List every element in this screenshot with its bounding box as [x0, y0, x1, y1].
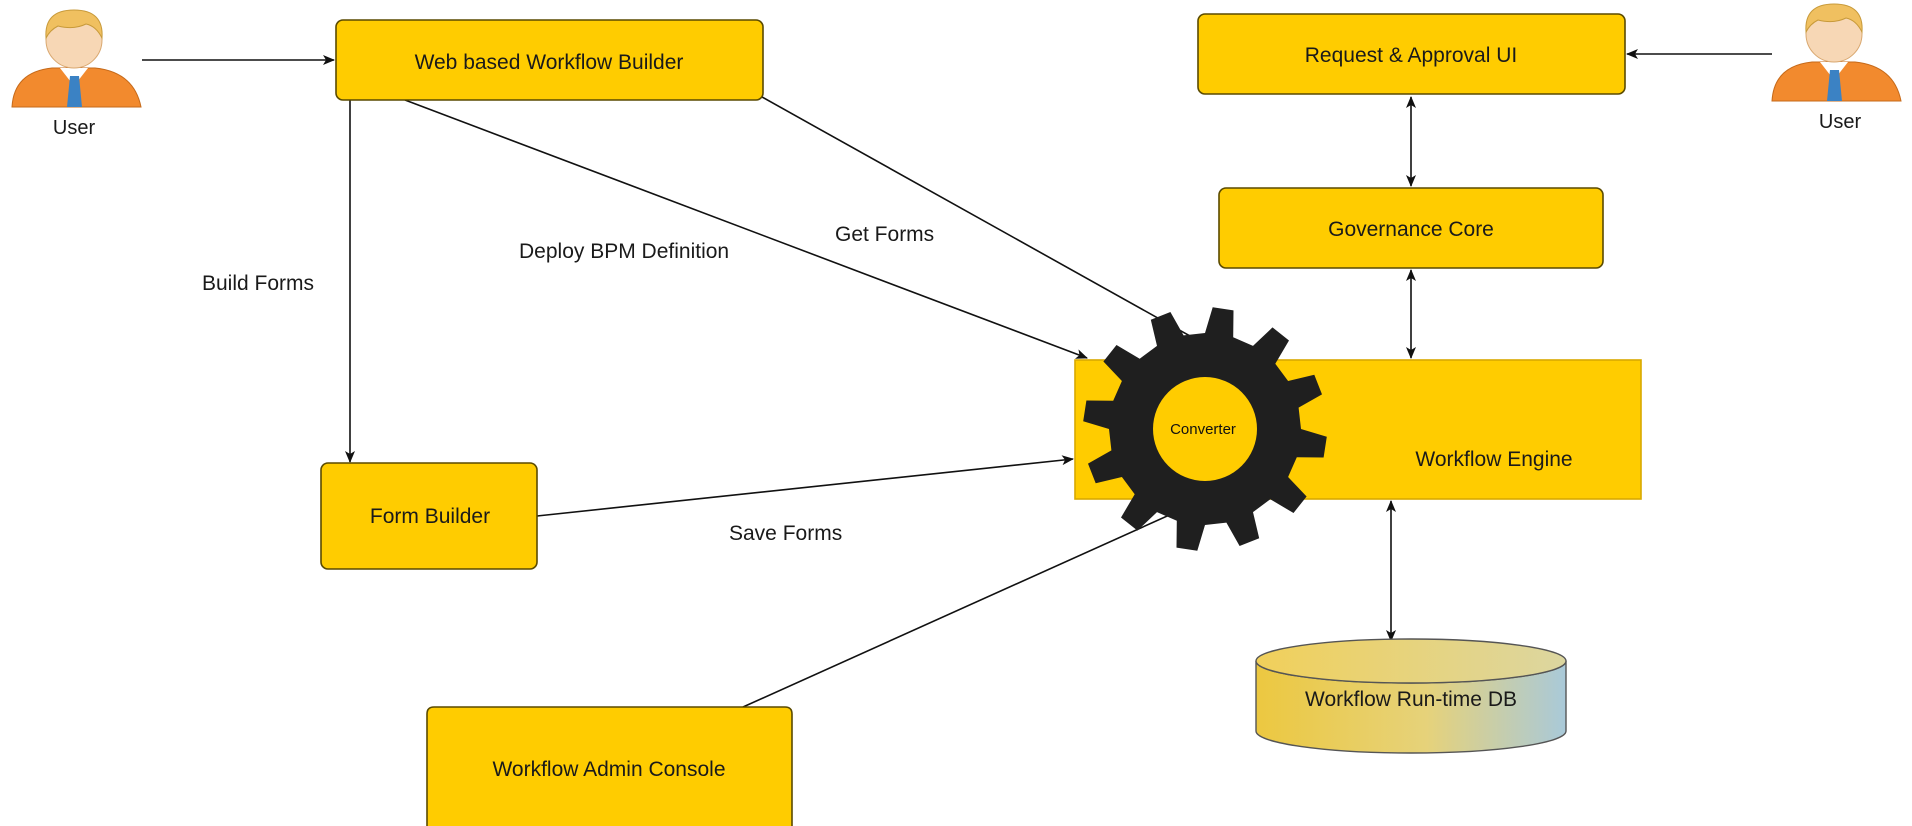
edge-label-get-forms: Get Forms — [835, 223, 934, 246]
node-web-builder[interactable]: Web based Workflow Builder — [335, 19, 764, 101]
right-user[interactable]: User — [1771, 3, 1902, 133]
connectors — [142, 49, 1772, 708]
node-governance-core-label: Governance Core — [1328, 218, 1494, 241]
node-form-builder[interactable]: Form Builder — [320, 462, 538, 570]
left-user[interactable]: User — [11, 9, 142, 139]
node-admin-console-label: Workflow Admin Console — [492, 758, 725, 781]
node-request-approval-label: Request & Approval UI — [1305, 44, 1517, 67]
database-cylinder-icon — [1255, 638, 1567, 754]
gear-icon: Converter — [1083, 307, 1327, 551]
edge-label-build-forms: Build Forms — [202, 272, 314, 295]
node-admin-console[interactable]: Workflow Admin Console — [426, 706, 793, 826]
node-request-approval-ui[interactable]: Request & Approval UI — [1197, 13, 1626, 95]
right-user-label: User — [1819, 111, 1862, 133]
node-form-builder-label: Form Builder — [370, 505, 490, 528]
left-user-label: User — [53, 117, 96, 139]
edge-admin-console-to-engine — [742, 498, 1206, 708]
node-runtime-db-label: Workflow Run-time DB — [1305, 688, 1517, 711]
node-governance-core[interactable]: Governance Core — [1218, 187, 1604, 269]
gear-label: Converter — [1170, 421, 1236, 438]
edge-deploy-bpm — [404, 99, 1088, 359]
node-web-builder-label: Web based Workflow Builder — [415, 51, 684, 74]
node-runtime-db[interactable]: Workflow Run-time DB — [1255, 638, 1567, 754]
user-avatar-icon — [11, 9, 142, 108]
edge-label-save-forms: Save Forms — [729, 522, 842, 545]
node-workflow-engine-label: Workflow Engine — [1415, 448, 1572, 471]
edge-get-forms — [761, 96, 1234, 361]
edge-save-forms — [536, 455, 1074, 517]
edge-label-deploy-bpm: Deploy BPM Definition — [519, 240, 729, 263]
user-avatar-icon — [1771, 3, 1902, 102]
